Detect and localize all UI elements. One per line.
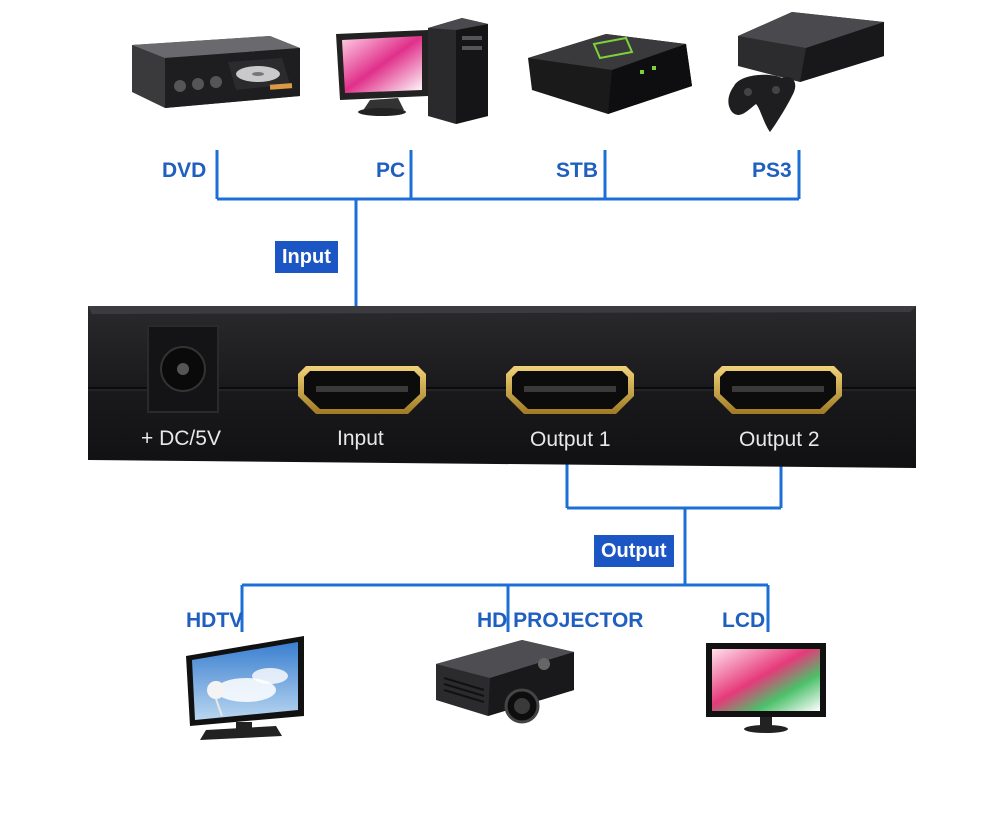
ps3-label: PS3: [752, 159, 792, 182]
hdtv-label: HDTV: [186, 609, 244, 632]
desktop-pc-icon: [336, 18, 488, 124]
game-console-icon: [728, 12, 884, 132]
hdmi-splitter: [88, 306, 916, 468]
dc-port-label: + DC/5V: [141, 427, 221, 450]
output1-port-label: Output 1: [530, 428, 611, 451]
output2-port-label: Output 2: [739, 428, 820, 451]
dvd-label: DVD: [162, 159, 207, 182]
pc-label: PC: [376, 159, 406, 182]
monitor-icon: [706, 643, 826, 733]
lcd-label: LCD: [722, 609, 766, 632]
input-port-label: Input: [337, 427, 384, 450]
dvd-player-icon: [132, 36, 300, 108]
output2-port: [714, 366, 842, 414]
output1-port: [506, 366, 634, 414]
dc-power-jack: [147, 325, 219, 413]
stb-label: STB: [556, 159, 598, 182]
set-top-box-icon: [528, 34, 692, 114]
projector-icon: [436, 640, 574, 724]
projector-label: HD PROJECTOR: [477, 609, 644, 632]
output-badge: Output: [594, 535, 674, 567]
input-port: [298, 366, 426, 414]
tv-icon: [186, 636, 304, 740]
input-badge: Input: [275, 241, 338, 273]
output-wiring: [240, 410, 783, 632]
